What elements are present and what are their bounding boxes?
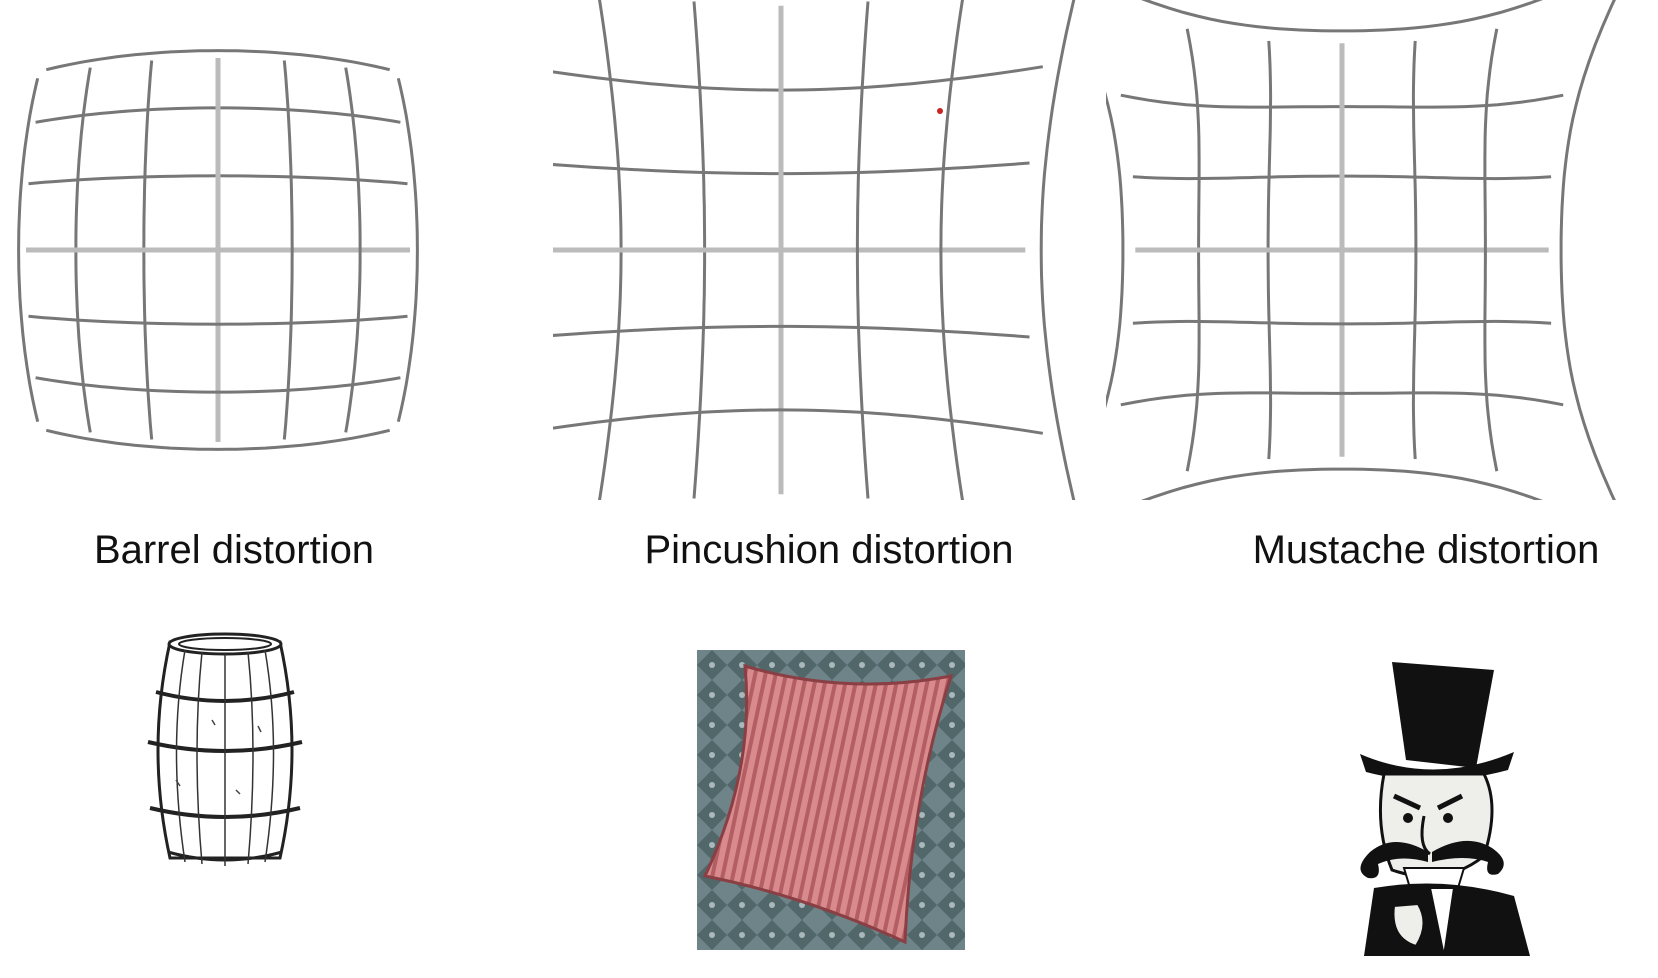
pincushion-panel: Pincushion distortion [553, 0, 1105, 978]
grid-line-vertical [855, 1, 870, 499]
grid-line-horizontal [1141, 0, 1543, 33]
barrel-icon [147, 632, 303, 866]
grid-line-vertical [1039, 0, 1076, 500]
grid-line-vertical [17, 77, 40, 423]
grid-line-horizontal [28, 314, 408, 326]
pincushion-distortion-grid [553, 0, 1076, 500]
grid-line-horizontal [35, 376, 401, 394]
pillow-icon [697, 650, 965, 950]
barrel-panel: Barrel distortion [0, 0, 552, 978]
grid-line-vertical [396, 77, 419, 423]
mustache-distortion-grid [1106, 0, 1616, 500]
grid-line-horizontal [45, 49, 391, 72]
villain-mustache-icon [1360, 662, 1530, 956]
grid-line-horizontal [1120, 391, 1564, 407]
barrel-distortion-grid [17, 49, 419, 451]
grid-line-vertical [1106, 91, 1125, 409]
grid-line-horizontal [1141, 467, 1543, 500]
grid-line-vertical [1411, 40, 1418, 460]
grid-line-horizontal [553, 324, 1030, 339]
grid-line-horizontal [1132, 319, 1552, 326]
cursor-dot [937, 108, 943, 114]
pincushion-caption: Pincushion distortion [644, 528, 1014, 572]
mustache-caption: Mustache distortion [1252, 528, 1600, 572]
grid-line-vertical [282, 60, 294, 440]
mustache-panel: Mustache distortion [1106, 0, 1658, 978]
grid-line-horizontal [45, 428, 391, 451]
grid-line-vertical [1483, 28, 1499, 472]
grid-line-vertical [344, 67, 362, 433]
grid-line-horizontal [553, 65, 1044, 92]
grid-line-horizontal [553, 408, 1044, 435]
grid-line-vertical [939, 0, 964, 500]
barrel-caption: Barrel distortion [93, 528, 375, 572]
grid-line-horizontal [553, 161, 1030, 176]
grid-line-vertical [1559, 0, 1616, 500]
